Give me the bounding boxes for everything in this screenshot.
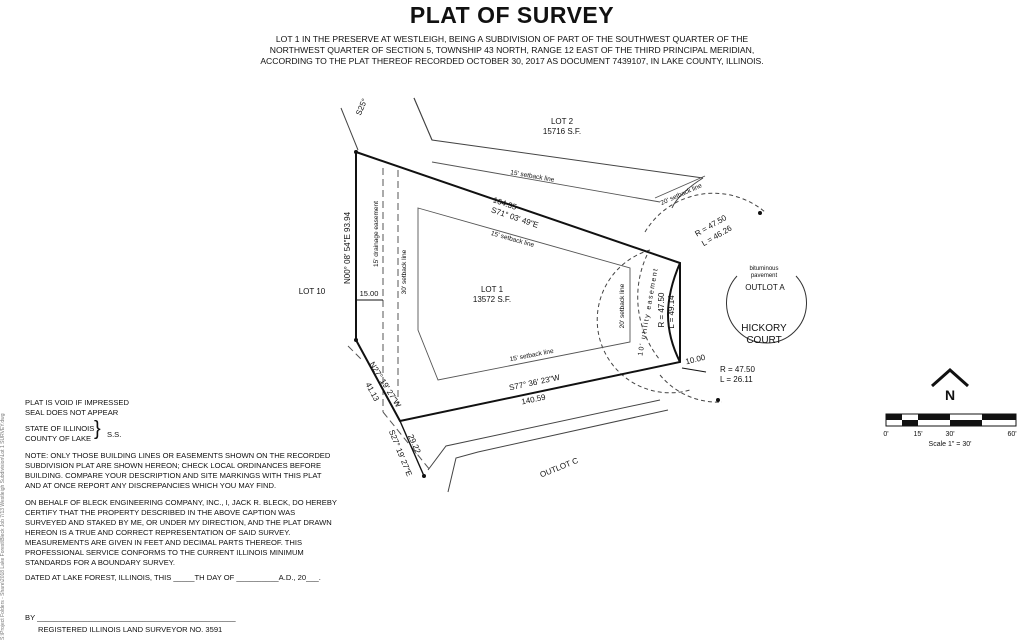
dim-10-label: 10.00	[685, 353, 707, 367]
s27-length: 29.22	[406, 433, 423, 455]
note-line-3: BUILDING. COMPARE YOUR DESCRIPTION AND S…	[25, 471, 322, 480]
street-name-2: COURT	[746, 335, 781, 346]
outlot-a-island	[726, 275, 807, 344]
outlot-a-label: OUTLOT A	[745, 283, 785, 292]
setback-north-line	[431, 161, 661, 203]
sw-length: 41.13	[364, 381, 382, 403]
cert-line-4: HEREON IS A TRUE AND CORRECT REPRESENTAT…	[25, 528, 291, 537]
outlot-c-label: OUTLOT C	[539, 456, 580, 480]
cert-line-6: PROFESSIONAL SERVICE CONFORMS TO THE CUR…	[25, 548, 304, 557]
scale-label: Scale 1" = 30'	[929, 441, 972, 448]
legal-description-line-3: ACCORDING TO THE PLAT THEREOF RECORDED O…	[260, 56, 764, 66]
north-arrow-label: N	[945, 387, 955, 403]
monument-nw	[354, 150, 358, 154]
cert-line-3: SURVEYED AND STAKED BY ME, OR UNDER MY D…	[25, 518, 332, 527]
setback-30-label: 30' setback line	[401, 249, 408, 294]
curve3-r: R = 47.50	[720, 365, 755, 374]
curve2-r: R = 47.50	[657, 292, 666, 327]
curve2-l: L = 49.14	[667, 295, 676, 329]
lot2-area: 15716 S.F.	[543, 127, 581, 136]
plat-labels: LOT 2 15716 S.F. LOT 1 13572 S.F. LOT 10…	[299, 97, 787, 479]
cert-line-7: STANDARDS FOR A BOUNDARY SURVEY.	[25, 558, 175, 567]
lot2-west-edge-inner	[413, 97, 433, 141]
lot1-label: LOT 1	[481, 285, 504, 294]
curve3-l: L = 26.11	[720, 375, 753, 384]
s25-label: S25°	[354, 97, 369, 117]
scale-tick-15: 15'	[913, 431, 922, 438]
cul-de-sac-south-arc	[659, 374, 723, 403]
sw-dash	[347, 345, 363, 361]
lot2-label: LOT 2	[551, 117, 574, 126]
west-dim-label: 15.00	[360, 289, 379, 298]
cul-de-sac	[596, 192, 766, 403]
note-line-4: AND AT ONCE REPORT ANY DISCREPANCIES WHI…	[25, 481, 277, 490]
setback-15-north-label: 15' setback line	[510, 169, 556, 184]
setback-15-inner-label: 15' setback line	[490, 230, 535, 249]
monument-w	[354, 338, 358, 342]
registered-surveyor: REGISTERED ILLINOIS LAND SURVEYOR NO. 35…	[38, 625, 223, 634]
street-name-1: HICKORY	[741, 323, 787, 334]
ss-label: S.S.	[107, 430, 122, 439]
outlot-c-edge-2	[427, 399, 661, 471]
county-label: COUNTY OF LAKE	[25, 434, 92, 443]
setback-20-east-label: 20' setback line	[619, 283, 626, 328]
cert-line-2: CERTIFY THAT THE PROPERTY DESCRIBED IN T…	[25, 508, 296, 517]
outlot-c-edge	[447, 409, 669, 493]
lot1-boundary	[355, 150, 681, 423]
utility-easement-arc	[637, 254, 661, 361]
north-arrow-icon: N	[931, 367, 969, 403]
lot1-area: 13572 S.F.	[473, 295, 511, 304]
bituminous-label-1: bituminous	[749, 266, 778, 272]
south-easement-line	[382, 411, 431, 471]
cert-line-5: MEASUREMENTS ARE GIVEN IN FEET AND DECIM…	[25, 538, 303, 547]
monument-ne	[758, 211, 762, 215]
setback-inner-building-envelope	[417, 207, 631, 381]
drainage-easement-label: 15' drainage easement	[373, 201, 380, 267]
note-line-2: SUBDIVISION PLAT ARE SHOWN HEREON; CHECK…	[25, 461, 322, 470]
legal-description-line-1: LOT 1 IN THE PRESERVE AT WESTLEIGH, BEIN…	[275, 34, 749, 44]
monument-se	[716, 398, 720, 402]
scale-tick-30: 30'	[945, 431, 954, 438]
easement-dashed	[347, 168, 431, 471]
west-bearing-length: N00° 08' 54"E 93.94	[343, 211, 352, 284]
void-notice-line-2: SEAL DOES NOT APPEAR	[25, 408, 119, 417]
setback-ne-line	[654, 175, 706, 199]
file-path-text: S:\Project Folders - Share\2018 Lake For…	[0, 413, 6, 640]
cul-de-sac-outer-arc	[644, 192, 766, 233]
void-notice-line-1: PLAT IS VOID IF IMPRESSED	[25, 398, 129, 407]
lot1-curve-east	[667, 262, 681, 363]
dimension-ticks	[356, 299, 707, 373]
state-label: STATE OF ILLINOIS	[25, 424, 95, 433]
scale-tick-60: 60'	[1007, 431, 1016, 438]
bituminous-label-2: pavement	[751, 273, 778, 279]
southwest-extension	[399, 420, 425, 477]
lot10-label: LOT 10	[299, 287, 326, 296]
signature-line: BY _____________________________________…	[25, 613, 236, 622]
road-edge-north	[671, 177, 704, 209]
legal-description-line-2: NORTHWEST QUARTER OF SECTION 5, TOWNSHIP…	[269, 45, 755, 55]
brace-icon: }	[94, 418, 101, 440]
outlot-a-outline	[726, 275, 807, 344]
monuments	[354, 150, 762, 478]
note-line-1: NOTE: ONLY THOSE BUILDING LINES OR EASEM…	[25, 451, 331, 460]
dim-10-line	[681, 367, 707, 373]
road-left-edge	[340, 107, 359, 151]
monument-s	[422, 474, 426, 478]
scale-tick-0: 0'	[883, 431, 888, 438]
setback-15-south-label: 15' setback line	[509, 348, 554, 363]
page-title: PLAT OF SURVEY	[409, 2, 615, 28]
curb-lines	[340, 97, 704, 493]
cert-line-1: ON BEHALF OF BLECK ENGINEERING COMPANY, …	[25, 498, 337, 507]
dated-line: DATED AT LAKE FOREST, ILLINOIS, THIS ___…	[25, 573, 321, 582]
cul-de-sac-inner-arc	[596, 249, 691, 394]
setback-lines	[417, 161, 706, 381]
scale-bar: 0' 15' 30' 60' Scale 1" = 30'	[883, 413, 1017, 448]
